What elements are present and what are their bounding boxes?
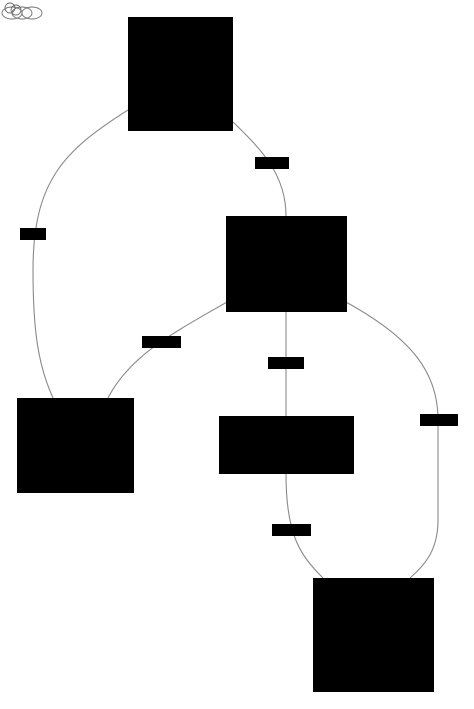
- knot-logo-icon: [1, 2, 43, 20]
- edge-e5: [345, 301, 439, 579]
- edge-label-e1: [255, 157, 289, 169]
- edge-e2: [32, 109, 129, 399]
- edge-e6: [285, 473, 324, 579]
- edge-label-e4: [268, 357, 304, 369]
- edge-labels: [20, 157, 458, 536]
- edge-e3: [107, 301, 228, 399]
- edge-label-e2: [20, 228, 46, 240]
- node-n5[interactable]: [313, 578, 434, 692]
- edge-label-e6: [272, 524, 311, 536]
- node-n1[interactable]: [128, 17, 233, 131]
- edge-label-e3: [142, 336, 181, 348]
- edge-label-e5: [420, 414, 458, 426]
- node-n2[interactable]: [226, 216, 347, 312]
- nodes: [17, 17, 434, 692]
- node-n3[interactable]: [17, 398, 134, 493]
- node-n4[interactable]: [219, 416, 354, 474]
- edges: [32, 109, 439, 579]
